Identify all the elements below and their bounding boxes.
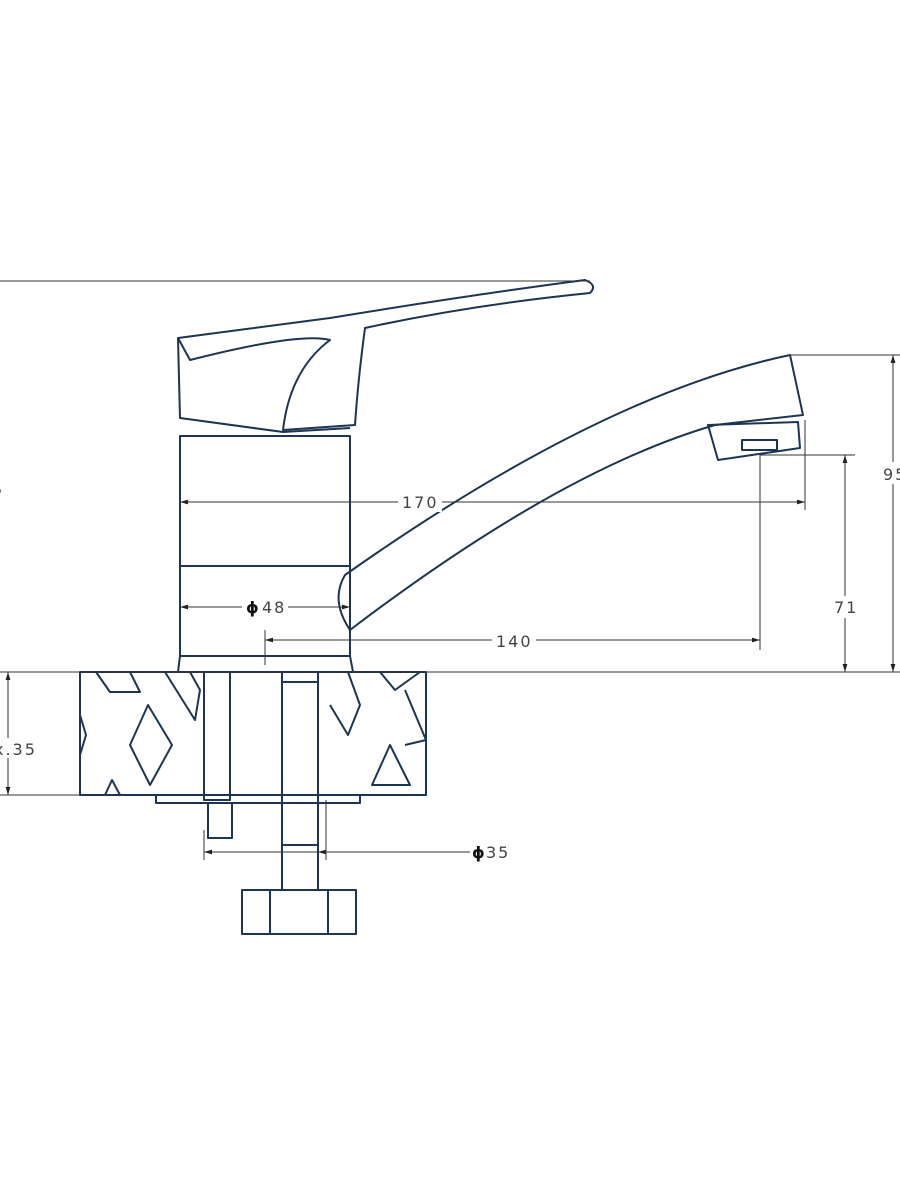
dim-spout-reach: 170: [402, 493, 439, 512]
dim-aerator-height: 71: [834, 598, 858, 617]
diameter-symbol: ϕ: [246, 598, 261, 617]
dimension-lines: [0, 280, 900, 860]
lever-handle: [177, 279, 595, 433]
dim-aerator-offset: 140: [496, 632, 533, 651]
dim-countertop-thickness: x.35: [0, 740, 37, 759]
dim-hole-diameter: 35: [486, 843, 510, 862]
spout: [337, 354, 804, 631]
diameter-symbol: ϕ: [472, 843, 487, 862]
dim-total-height: 95: [883, 465, 900, 484]
dim-body-diameter: 48: [262, 598, 286, 617]
mounting-shank: [155, 671, 361, 935]
dim-left-cut: 5: [0, 480, 4, 499]
countertop-section: [79, 671, 427, 796]
